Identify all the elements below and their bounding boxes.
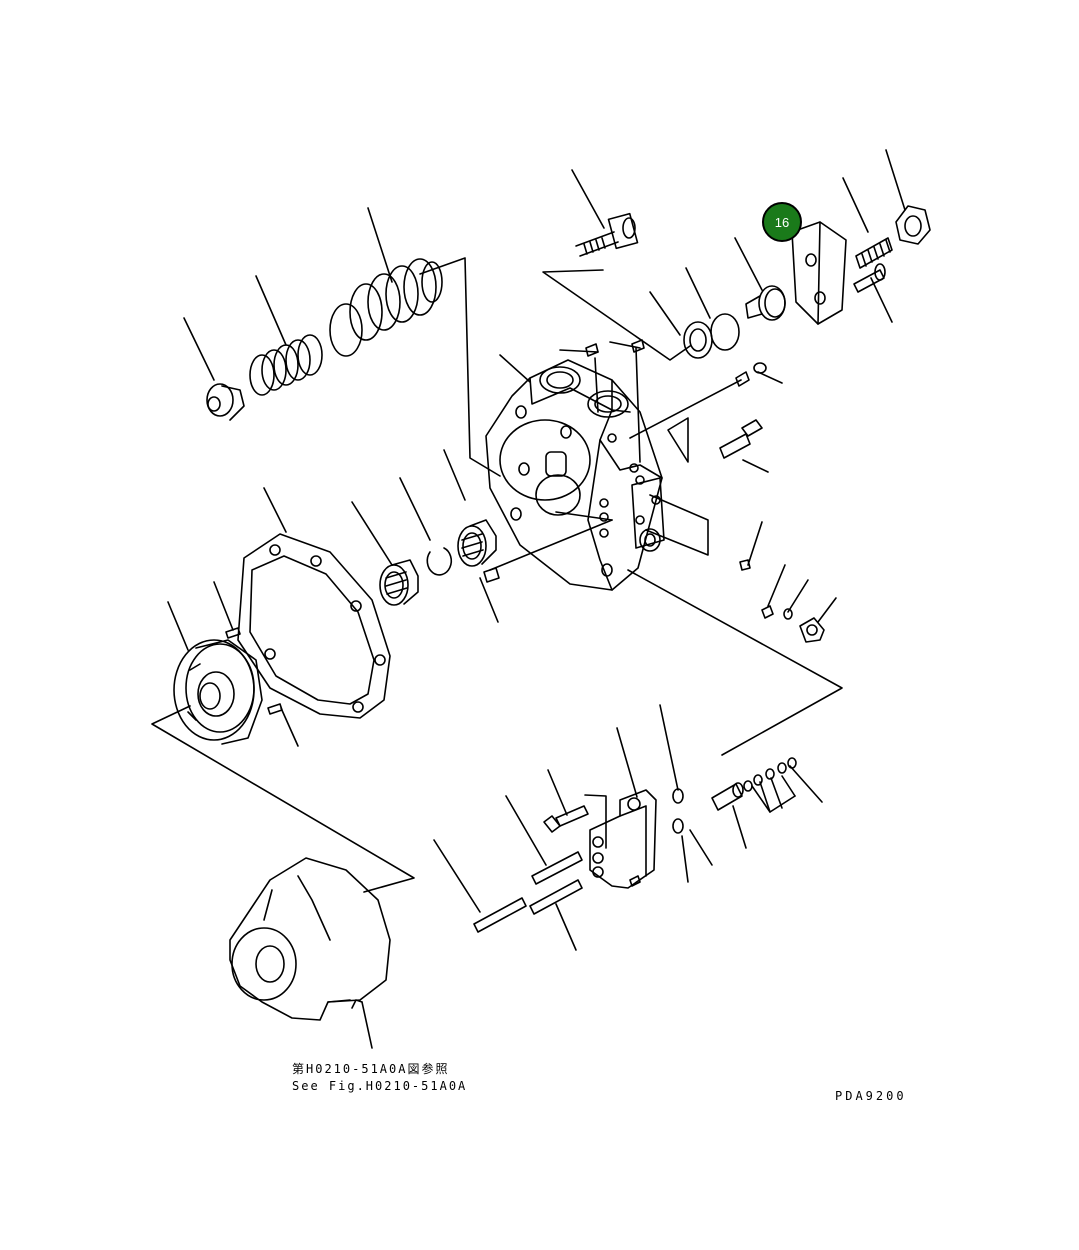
end-cover — [173, 639, 263, 745]
snap-ring — [426, 547, 453, 576]
gasket — [237, 533, 391, 719]
lower-bolt — [543, 805, 589, 833]
leader-lines — [167, 149, 906, 1049]
reference-note-en: See Fig.H0210-51A0A — [292, 1079, 468, 1093]
bracket-plate — [791, 221, 847, 325]
group-brackets — [151, 257, 843, 893]
pump-housing — [229, 857, 391, 1021]
lock-nut — [895, 205, 931, 245]
servo-pins — [473, 851, 583, 933]
orifice-plug — [745, 285, 786, 321]
needle-bearing-2 — [379, 559, 419, 606]
reference-note-jp: 第H0210-51A0A図参照 — [292, 1062, 450, 1076]
body-screws — [483, 339, 825, 643]
small-screw — [853, 263, 886, 293]
adjust-screw — [855, 237, 893, 269]
pins — [225, 627, 283, 715]
spring-assembly — [206, 258, 443, 421]
callout-16[interactable]: 16 — [762, 202, 802, 242]
orings-top — [683, 313, 767, 374]
lower-plug — [711, 757, 797, 811]
top-bolt — [575, 212, 639, 257]
drawing-code: PDA9200 — [835, 1089, 907, 1103]
callout-number: 16 — [774, 214, 790, 230]
needle-bearing-1 — [457, 519, 497, 567]
servo-block — [589, 789, 657, 889]
pump-body — [485, 359, 665, 591]
lower-orings — [672, 788, 684, 834]
